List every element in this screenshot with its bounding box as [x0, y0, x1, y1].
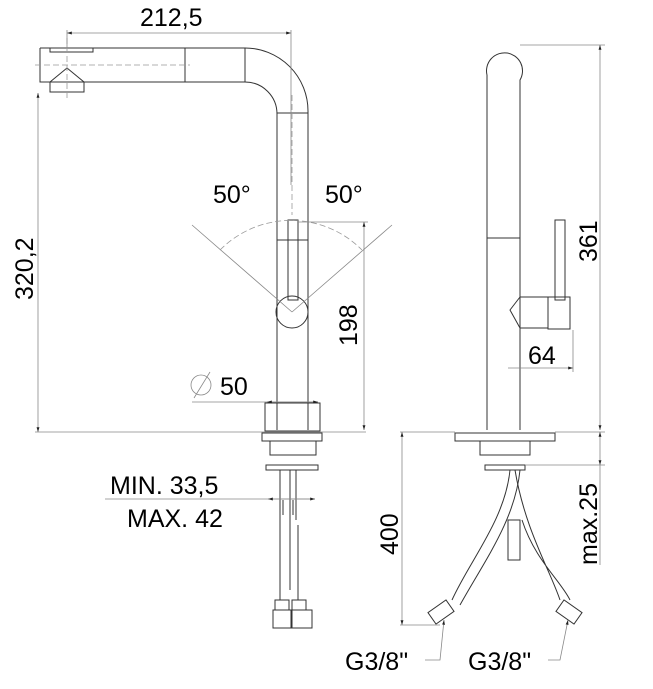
- total-height-label: 320,2: [11, 237, 39, 300]
- angle-right-label: 50°: [325, 181, 363, 209]
- front-dimensions: [35, 30, 368, 501]
- max-counter-label: max.25: [575, 483, 603, 565]
- front-view: [35, 38, 393, 629]
- side-dimensions: [400, 44, 605, 661]
- angle-left-label: 50°: [213, 181, 251, 209]
- min-thickness-label: MIN. 33,5: [110, 472, 218, 500]
- spout-reach-label: 212,5: [140, 4, 203, 32]
- handle-depth-label: 64: [528, 342, 556, 370]
- max-thickness-label: MAX. 42: [127, 505, 223, 533]
- handle-height-label: 198: [335, 304, 363, 346]
- connection-left-label: G3/8": [345, 648, 408, 676]
- connection-right-label: G3/8": [468, 648, 531, 676]
- base-diameter-label: 50: [220, 373, 248, 401]
- side-view: [427, 52, 583, 625]
- hose-length-label: 400: [376, 513, 404, 555]
- side-height-label: 361: [575, 220, 603, 262]
